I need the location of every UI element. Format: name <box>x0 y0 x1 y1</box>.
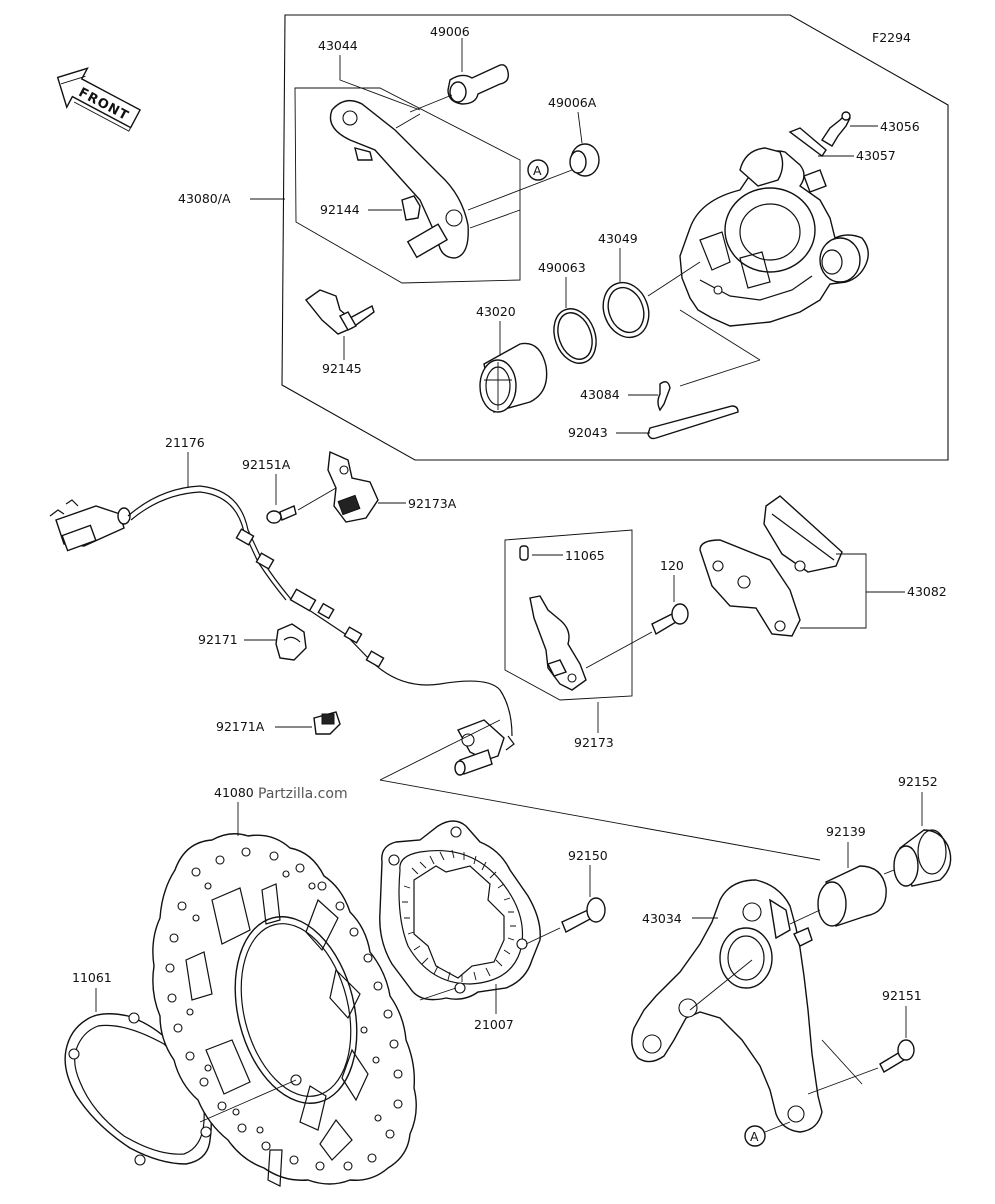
label-41080: 41080 <box>214 785 254 800</box>
sleeve-92139 <box>817 865 887 927</box>
piston-seal-43049 <box>602 281 650 339</box>
label-92152: 92152 <box>898 774 938 789</box>
label-92151A: 92151A <box>242 457 291 472</box>
label-43044: 43044 <box>318 38 358 53</box>
brake-pads-43082 <box>699 495 843 637</box>
watermark: Partzilla.com <box>258 786 348 802</box>
bracket-group-outline <box>294 87 521 284</box>
label-21176: 21176 <box>165 435 205 450</box>
ref-mark-a-bottom-circle <box>744 1125 766 1147</box>
label-120: 120 <box>660 558 684 573</box>
bracket-92173-outline <box>504 529 633 701</box>
label-43020: 43020 <box>476 304 516 319</box>
pin-clip-43084 <box>657 381 671 412</box>
clip-92144 <box>401 195 421 221</box>
wire-grommets <box>235 528 385 668</box>
bolt-92151A <box>266 505 297 524</box>
abs-sensor-connector <box>49 499 131 552</box>
label-43056: 43056 <box>880 119 920 134</box>
label-43034: 43034 <box>642 911 682 926</box>
front-arrow-icon: FRONT <box>56 67 142 132</box>
brake-disc-41080 <box>152 833 417 1187</box>
ref-mark-a-top: A <box>533 163 542 178</box>
caliper-bracket-43034 <box>631 879 823 1133</box>
sensor-bracket-92173A <box>327 450 379 523</box>
label-92171: 92171 <box>198 632 238 647</box>
ref-mark-a-bottom: A <box>750 1129 759 1144</box>
label-43049: 43049 <box>598 231 638 246</box>
label-43082: 43082 <box>907 584 947 599</box>
label-43057: 43057 <box>856 148 896 163</box>
label-11061: 11061 <box>72 970 112 985</box>
diagram-code: F2294 <box>872 30 911 45</box>
piston-43020 <box>479 342 548 413</box>
label-21007: 21007 <box>474 1017 514 1032</box>
ref-mark-a-top-circle <box>527 159 549 181</box>
label-49006: 49006 <box>430 24 470 39</box>
pin-boot-49006 <box>447 64 510 105</box>
bolt-92150 <box>561 897 606 933</box>
cap-11065 <box>519 545 529 561</box>
pad-pin-92043 <box>647 405 739 440</box>
pad-spring-92145 <box>304 289 375 335</box>
collar-92152 <box>893 829 952 887</box>
bleed-valve-43056 <box>821 111 851 147</box>
abs-rotor-21007 <box>379 820 541 1001</box>
label-92171A: 92171A <box>216 719 265 734</box>
label-43080A: 43080/A <box>178 191 231 206</box>
label-92043: 92043 <box>568 425 608 440</box>
clip-92171A <box>313 711 341 735</box>
label-49006A: 49006A <box>548 95 597 110</box>
label-92139: 92139 <box>826 824 866 839</box>
bleed-cap-43057 <box>788 127 827 158</box>
abs-sensor-head <box>454 719 515 776</box>
dust-seal-490063 <box>553 308 597 364</box>
caliper-body <box>679 147 869 327</box>
label-92145: 92145 <box>322 361 362 376</box>
label-92150: 92150 <box>568 848 608 863</box>
label-92151: 92151 <box>882 988 922 1003</box>
label-92144: 92144 <box>320 202 360 217</box>
caliper-bracket <box>329 99 469 259</box>
label-92173A: 92173A <box>408 496 457 511</box>
label-43084: 43084 <box>580 387 620 402</box>
clamp-92171 <box>275 623 307 661</box>
sensor-bracket-92173 <box>529 595 587 691</box>
caliper-group-outline <box>281 14 949 461</box>
bolt-120 <box>651 603 689 636</box>
label-11065: 11065 <box>565 548 605 563</box>
label-92173: 92173 <box>574 735 614 750</box>
bolt-92151 <box>879 1039 915 1073</box>
pin-boot-49006A <box>569 143 600 177</box>
label-490063: 490063 <box>538 260 586 275</box>
